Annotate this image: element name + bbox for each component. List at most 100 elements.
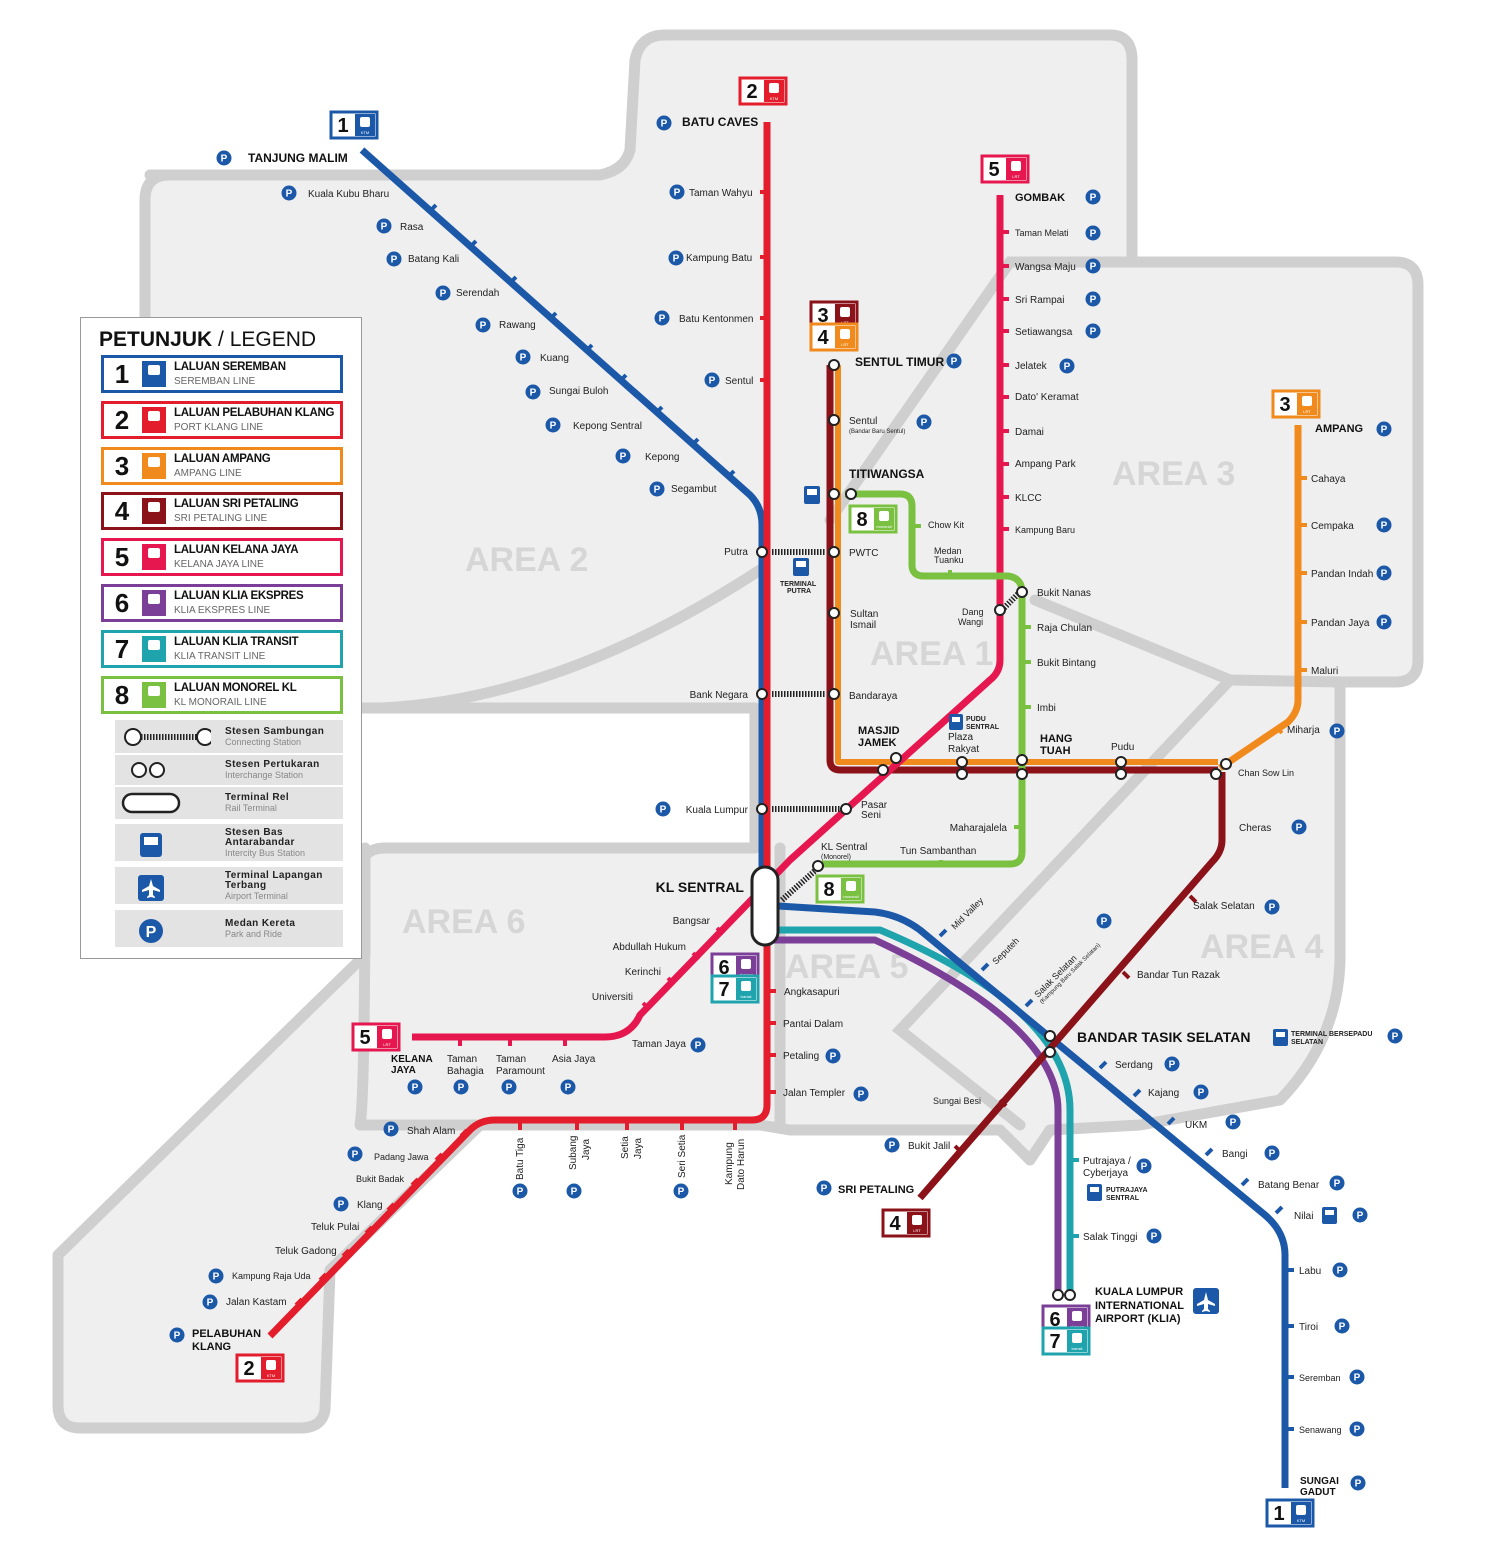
park-ride-icon: P: [1164, 1056, 1180, 1072]
park-ride-icon: P: [169, 1327, 185, 1343]
station-label: Jalan Kastam: [226, 1297, 287, 1308]
svg-text:P: P: [678, 1187, 685, 1198]
station-label: Kuang: [540, 353, 569, 364]
svg-text:P: P: [654, 485, 661, 496]
svg-text:3: 3: [817, 305, 828, 327]
svg-text:P: P: [381, 222, 388, 233]
line-3-4-shared: [826, 365, 1218, 774]
svg-text:2: 2: [746, 81, 757, 103]
station-label: Jaya: [633, 1137, 644, 1159]
svg-text:2: 2: [243, 1358, 254, 1380]
station-label: Bangi: [1222, 1149, 1248, 1160]
train-icon: [142, 452, 166, 479]
svg-text:P: P: [412, 1083, 419, 1094]
legend-symbol-sublabel: Interchange Station: [225, 770, 304, 780]
station-label: Cempaka: [1311, 521, 1354, 532]
station-label: AMPANG: [1315, 423, 1363, 435]
svg-text:P: P: [207, 1298, 214, 1309]
svg-text:P: P: [530, 388, 537, 399]
station-label: (Bandar Baru Sentul): [849, 429, 905, 435]
svg-text:7: 7: [718, 979, 729, 1001]
station-label: TITIWANGSA: [849, 467, 925, 481]
station-label: Cyberjaya: [1083, 1168, 1128, 1179]
svg-text:P: P: [660, 805, 667, 816]
station-label: Putra: [724, 547, 748, 558]
park-ride-icon: P: [281, 185, 297, 201]
park-ride-icon: P: [825, 1048, 841, 1064]
svg-text:P: P: [1169, 1060, 1176, 1071]
svg-text:P: P: [550, 421, 557, 432]
station-label: KL Sentral: [821, 842, 867, 853]
station-label: Sri Rampai: [1015, 295, 1064, 306]
park-ride-icon: P: [453, 1079, 469, 1095]
bus-station-icon: [1087, 1184, 1102, 1201]
svg-text:P: P: [1381, 521, 1388, 532]
terminal-putra-label: TERMINAL: [780, 581, 817, 588]
station-label: Ismail: [850, 620, 876, 631]
svg-text:P: P: [174, 1331, 181, 1342]
svg-text:P: P: [571, 1187, 578, 1198]
svg-text:P: P: [620, 452, 627, 463]
park-ride-icon: P: [654, 310, 670, 326]
station-label: Bukit Jalil: [908, 1141, 950, 1152]
park-ride-icon: P: [615, 448, 631, 464]
station-label: GADUT: [1300, 1487, 1336, 1498]
park-ride-icon: P: [202, 1294, 218, 1310]
park-ride-icon: P: [946, 353, 962, 369]
svg-text:P: P: [1090, 229, 1097, 240]
legend-line-name: LALUAN KELANA JAYA: [174, 544, 299, 557]
station-label: Medan: [934, 546, 962, 556]
svg-text:P: P: [673, 254, 680, 265]
svg-text:P: P: [1141, 1162, 1148, 1173]
station-label: Kepong: [645, 452, 679, 463]
svg-text:8: 8: [856, 509, 867, 531]
line-1-seremban: [359, 147, 1289, 1488]
station-label: Serendah: [456, 288, 499, 299]
station-label: Raja Chulan: [1037, 623, 1092, 634]
park-ride-icon: P: [1085, 291, 1101, 307]
pudu-sentral-label-2: SENTRAL: [966, 724, 1000, 731]
legend-symbol-sublabel: Connecting Station: [225, 736, 302, 747]
legend-line-sub: AMPANG LINE: [174, 467, 242, 479]
station-ticks: [294, 190, 1307, 1431]
tbs-label: TERMINAL BERSEPADU: [1291, 1031, 1372, 1038]
legend-line-name: LALUAN SRI PETALING: [174, 498, 299, 511]
legend-symbol-label-2: Antarabandar: [225, 837, 295, 848]
legend-symbol-sublabel: Park and Ride: [225, 928, 283, 939]
station-label: Batu Kentonmen: [679, 314, 754, 325]
station-label: Pandan Jaya: [1311, 618, 1370, 629]
station-label: Sentul: [849, 416, 877, 427]
svg-text:P: P: [286, 189, 293, 200]
station-label: AIRPORT (KLIA): [1095, 1313, 1181, 1325]
svg-text:6: 6: [1049, 1309, 1060, 1331]
station-label: Seni: [861, 810, 881, 821]
bus-station-icon: [1273, 1029, 1288, 1046]
station-label: Batang Kali: [408, 254, 459, 265]
station-label: Universiti: [592, 992, 633, 1003]
station-label: KUALA LUMPUR: [1095, 1286, 1183, 1298]
park-ride-icon: P: [1193, 1084, 1209, 1100]
legend-line-number: 6: [114, 588, 130, 618]
park-ride-icon: P: [1291, 819, 1307, 835]
station-label: Teluk Pulai: [311, 1222, 359, 1233]
station-label: Dato Harun: [736, 1139, 747, 1190]
station-label: Pantai Dalam: [783, 1019, 843, 1030]
station-label: HANG: [1040, 733, 1072, 745]
legend-symbol-label: Terminal Rel: [225, 792, 290, 803]
facilities: TERMINAL PUTRA PUDU SENTRAL TERMINAL BER…: [780, 486, 1372, 1314]
area-6-label: AREA 6: [402, 903, 525, 941]
park-ride-icon: P: [1085, 225, 1101, 241]
park-ride-icon: P: [475, 317, 491, 333]
train-icon: [142, 361, 166, 387]
park-ride-icon: P: [668, 250, 684, 266]
station-label: Rasa: [400, 222, 424, 233]
